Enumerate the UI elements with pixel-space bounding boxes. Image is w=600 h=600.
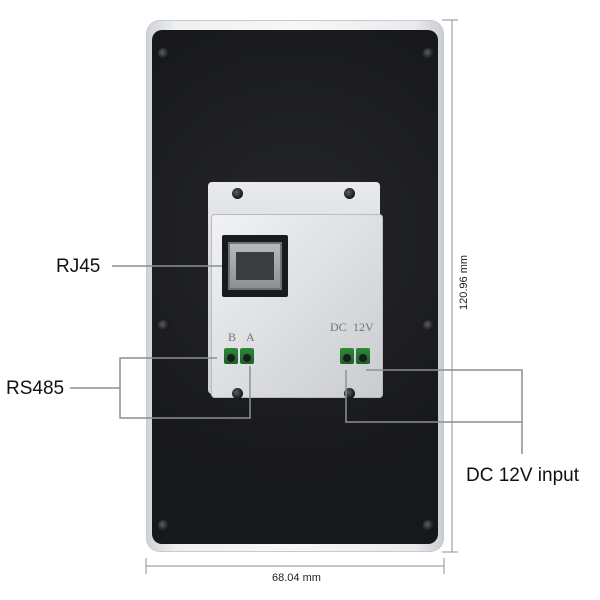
terminal-screw-icon	[227, 354, 235, 362]
label-12v: 12V	[353, 320, 374, 334]
label-a: A	[246, 330, 255, 344]
screw-icon	[344, 388, 355, 399]
label-b: B	[228, 330, 237, 344]
screw-icon	[158, 48, 169, 59]
dimension-height: 120.96 mm	[458, 254, 470, 310]
label-dc: DC	[330, 320, 347, 334]
screw-icon	[423, 48, 434, 59]
callout-rj45: RJ45	[56, 256, 101, 277]
terminal-screw-icon	[243, 354, 251, 362]
callout-dc-input: DC 12V input	[466, 465, 580, 486]
rs485-bracket-line	[119, 357, 251, 419]
terminal-screw-icon	[359, 354, 367, 362]
screw-icon	[423, 320, 434, 331]
screw-icon	[232, 188, 243, 199]
terminal-screw-icon	[343, 354, 351, 362]
rj45-cavity	[236, 252, 274, 280]
screw-icon	[158, 520, 169, 531]
screw-icon	[344, 188, 355, 199]
screw-icon	[232, 388, 243, 399]
screw-icon	[423, 520, 434, 531]
dimension-width: 68.04 mm	[272, 572, 321, 584]
screw-icon	[158, 320, 169, 331]
dc-top-line	[366, 369, 523, 454]
dc-bottom-line	[345, 370, 522, 423]
callout-rs485: RS485	[6, 378, 65, 399]
